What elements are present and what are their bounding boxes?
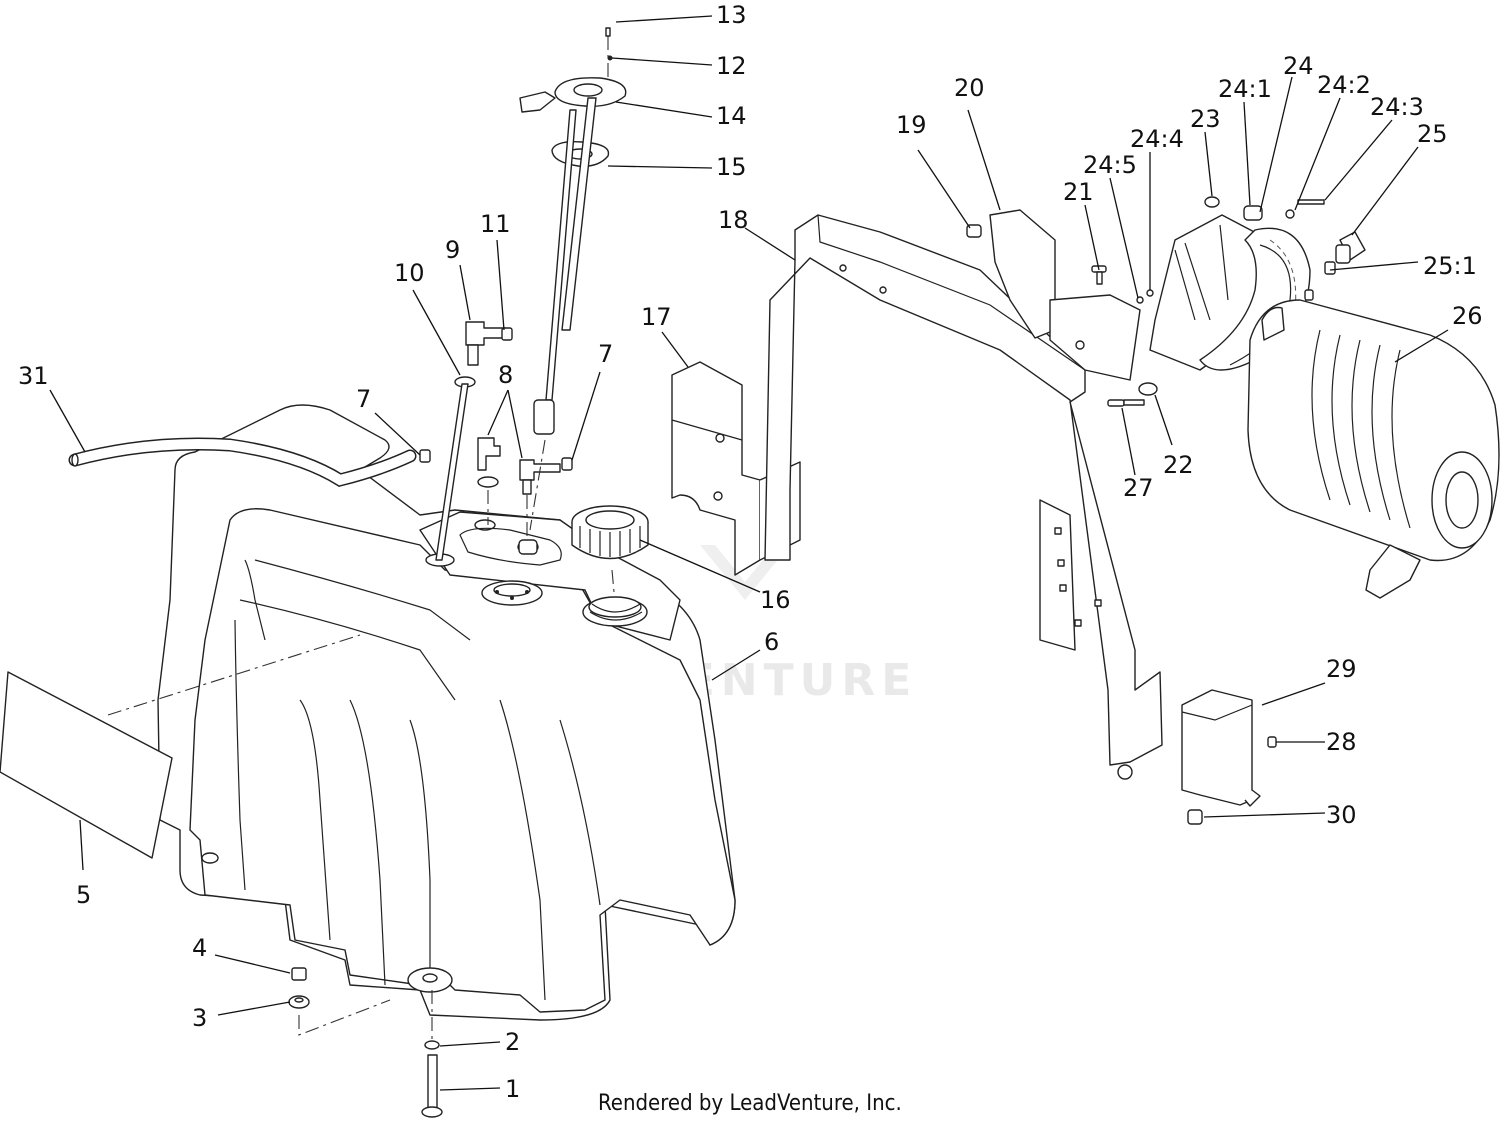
callout-22: 22 [1163,451,1194,479]
callout-30: 30 [1326,801,1357,829]
callout-28: 28 [1326,728,1357,756]
callout-3: 3 [192,1004,207,1032]
callout-15: 15 [716,153,747,181]
callout-24-3: 24:3 [1370,93,1424,121]
callout-26: 26 [1452,302,1483,330]
callout-6: 6 [764,628,779,656]
callout-10: 10 [394,259,425,287]
shield-29 [1181,689,1261,807]
decal [0,634,361,859]
callout-21: 21 [1063,178,1094,206]
callout-2: 2 [505,1028,520,1056]
callout-9: 9 [445,236,460,264]
lock-washer [424,1040,440,1050]
callout-7-left: 7 [356,385,371,413]
callout-labels: 1 2 3 4 5 6 7 7 8 9 10 11 12 13 14 15 16… [18,1,1483,1103]
callout-5: 5 [76,881,91,909]
callout-31: 31 [18,362,49,390]
callout-24-2: 24:2 [1317,71,1371,99]
callout-8: 8 [498,361,513,389]
callout-25-1: 25:1 [1423,252,1477,280]
tank-hardware [288,967,443,1118]
callout-16: 16 [760,586,791,614]
leader-lines [49,15,1449,1091]
callout-24-5: 24:5 [1083,151,1137,179]
render-credit: Rendered by LeadVenture, Inc. [598,1091,902,1116]
callout-24-4: 24:4 [1130,125,1184,153]
bolt [427,1054,438,1111]
restriction-indicator [1304,231,1366,301]
callout-23: 23 [1190,105,1221,133]
callout-25: 25 [1417,120,1448,148]
fuel-cap [571,505,649,593]
shield-20 [989,209,1141,381]
callout-24: 24 [1283,52,1314,80]
fuel-sender [519,27,627,531]
fuel-tank [157,404,736,1021]
callout-1: 1 [505,1075,520,1103]
callout-12: 12 [716,52,747,80]
callout-11: 11 [480,210,511,238]
callout-27: 27 [1123,474,1154,502]
callout-7-right: 7 [598,340,613,368]
callout-20: 20 [954,74,985,102]
hose-clamps [419,449,573,471]
callout-18: 18 [718,206,749,234]
callout-14: 14 [716,102,747,130]
flange-nut [291,967,307,981]
pickup-tube [435,376,476,561]
callout-13: 13 [716,1,747,29]
bracket-hardware [966,196,1325,825]
callout-24-1: 24:1 [1218,75,1272,103]
callout-4: 4 [192,934,207,962]
fuel-hose [68,437,417,487]
callout-19: 19 [896,111,927,139]
callout-29: 29 [1326,655,1357,683]
callout-17: 17 [641,303,672,331]
air-cleaner [1247,299,1500,599]
